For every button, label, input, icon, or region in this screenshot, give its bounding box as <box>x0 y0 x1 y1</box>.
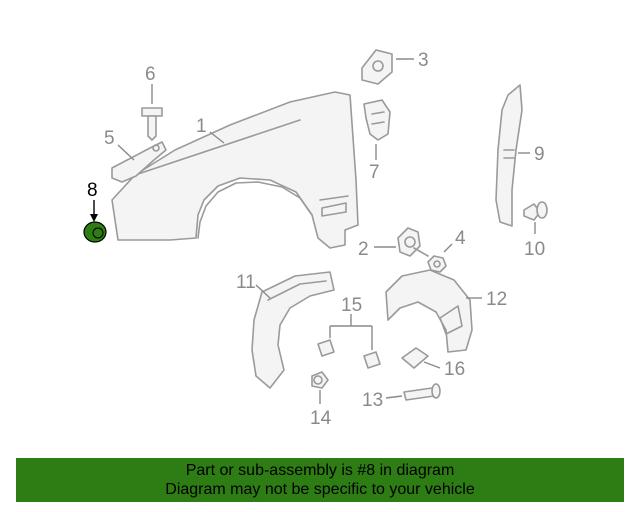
leader-11 <box>255 284 271 299</box>
bolt-part-13 <box>403 383 441 401</box>
push-clip-part-10 <box>523 201 548 221</box>
callout-2: 2 <box>358 239 369 260</box>
wheel-liner-rear-part <box>385 269 473 353</box>
clip-part-16 <box>401 347 429 369</box>
bracket-part <box>111 141 167 183</box>
callout-10: 10 <box>524 239 545 260</box>
leader-5 <box>117 144 135 161</box>
clip-pair-part <box>317 339 381 369</box>
parts-diagram: 1 2 3 4 5 6 7 8 <box>83 49 548 429</box>
leader-1 <box>209 131 225 144</box>
leader-15 <box>329 314 373 350</box>
callout-5: 5 <box>104 128 115 149</box>
callout-13: 13 <box>362 390 383 411</box>
support-bracket-part <box>363 99 391 141</box>
arrowhead-8 <box>90 214 98 222</box>
plug-part-highlighted <box>83 221 107 243</box>
fender-part <box>111 91 359 249</box>
trim-strip-part <box>495 84 523 227</box>
callout-14: 14 <box>310 408 332 429</box>
leader-4 <box>443 243 453 253</box>
callout-8: 8 <box>87 180 98 201</box>
leader-13 <box>385 395 403 399</box>
callout-1: 1 <box>196 116 207 137</box>
clip-nut-part <box>361 49 393 85</box>
callout-11: 11 <box>236 272 256 293</box>
stud-part <box>397 227 429 257</box>
callout-12: 12 <box>486 289 507 310</box>
callout-4: 4 <box>455 228 466 249</box>
callout-3: 3 <box>418 50 429 71</box>
push-clip-part-14 <box>311 371 329 389</box>
banner-line-2: Diagram may not be specific to your vehi… <box>165 481 475 498</box>
callout-9: 9 <box>534 144 545 165</box>
info-banner: Part or sub-assembly is #8 in diagram Di… <box>16 458 624 502</box>
callout-15: 15 <box>341 295 362 316</box>
callout-7: 7 <box>369 162 380 183</box>
bolt-part-6 <box>141 107 163 141</box>
callout-16: 16 <box>444 359 465 380</box>
wheel-liner-front-part <box>251 271 335 389</box>
callout-6: 6 <box>145 64 156 85</box>
leader-16 <box>423 361 441 369</box>
banner-line-1: Part or sub-assembly is #8 in diagram <box>185 462 455 479</box>
